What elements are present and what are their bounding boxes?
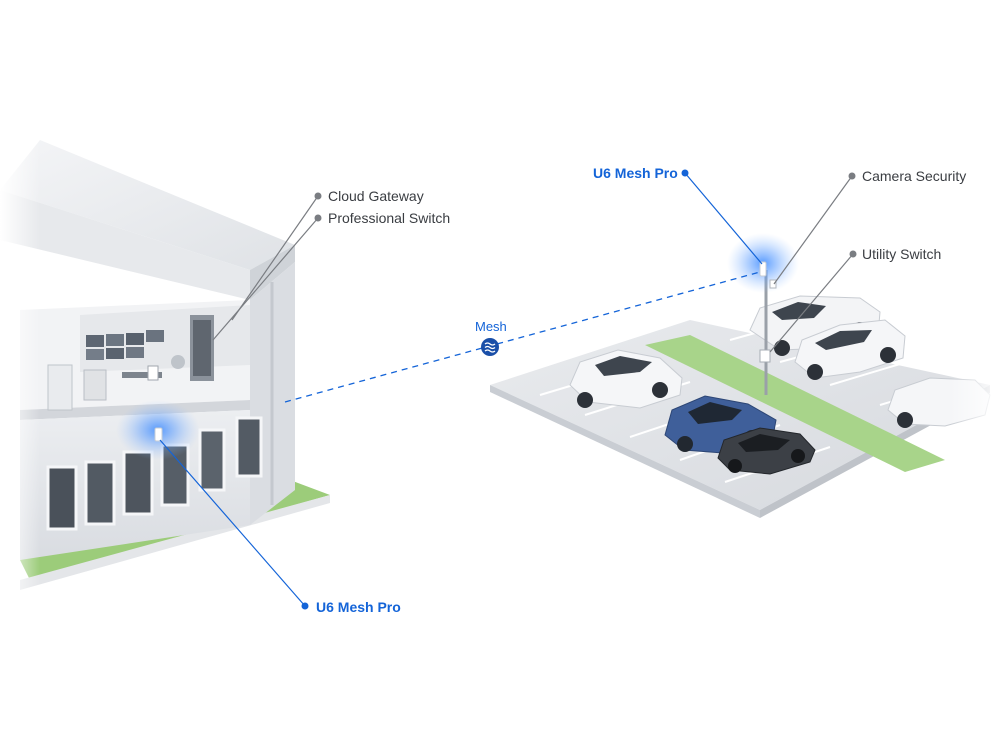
- camera-security-leader: [773, 175, 853, 285]
- indoor-ap-leader: [159, 439, 306, 607]
- plant: [171, 355, 185, 369]
- upper-window: [47, 364, 73, 411]
- interior-wall: [80, 305, 250, 372]
- car-dark-sedan: [717, 427, 816, 475]
- cloud-gateway-dot: [314, 192, 322, 200]
- utility-switch-dot: [849, 250, 857, 258]
- lower-windows: [46, 416, 263, 531]
- utility-switch-leader: [769, 253, 854, 353]
- roof: [0, 140, 295, 270]
- indoor-ap-label: U6 Mesh Pro: [316, 599, 401, 615]
- mesh-label: Mesh: [475, 319, 507, 334]
- indoor-ap-device: [154, 427, 163, 442]
- outdoor-ap-device: [759, 261, 767, 277]
- building: [0, 120, 330, 600]
- mesh-link-line: [284, 271, 761, 403]
- cloud-gateway-label: Cloud Gateway: [328, 188, 424, 204]
- shelf: [83, 369, 107, 401]
- indoor-ap-dot: [301, 602, 309, 610]
- outdoor-ap-label: U6 Mesh Pro: [593, 165, 678, 181]
- roof-side: [0, 190, 250, 300]
- desk: [122, 372, 162, 378]
- median-grass: [645, 335, 945, 472]
- utility-switch-label: Utility Switch: [862, 246, 942, 262]
- roof-eave: [250, 245, 295, 300]
- mesh-wifi-icon: [481, 338, 499, 356]
- outdoor-ap-leader: [684, 172, 763, 265]
- camera-device: [769, 279, 777, 289]
- camera-security-label: Camera Security: [862, 168, 967, 184]
- car-white-suv-left: [569, 349, 683, 409]
- utility-switch-box: [759, 349, 771, 363]
- cloud-gateway-leader: [231, 195, 319, 321]
- professional-switch-dot: [314, 214, 322, 222]
- car-white-suv-right: [794, 319, 906, 380]
- outdoor-ap-dot: [681, 169, 689, 177]
- camera-security-dot: [848, 172, 856, 180]
- monitor-wall: [86, 330, 164, 360]
- professional-switch-label: Professional Switch: [328, 210, 451, 226]
- professional-switch-leader: [212, 217, 319, 341]
- chair: [147, 365, 159, 381]
- parking-lot: [490, 270, 1000, 530]
